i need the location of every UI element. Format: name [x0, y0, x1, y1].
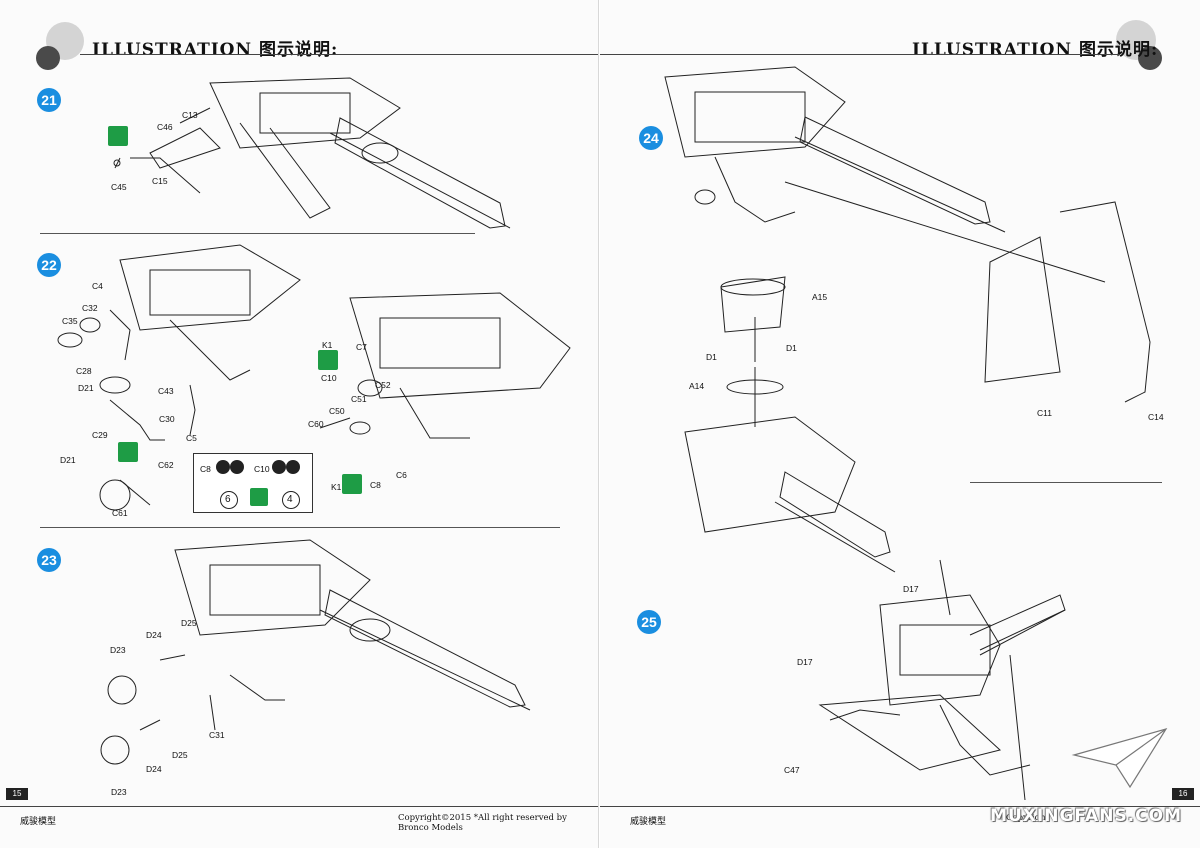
page-title: ILLUSTRATION 图示说明:	[912, 40, 1159, 60]
part-label: D23	[110, 645, 126, 655]
header-decoration-circle-dark	[1138, 46, 1162, 70]
part-label: C47	[784, 765, 800, 775]
part-label: C29	[92, 430, 108, 440]
k1-part-icon	[318, 350, 338, 370]
part-label: C32	[82, 303, 98, 313]
copyright-text: Copyright©2015 *All right reserved by Br…	[398, 813, 567, 833]
part-label: K1	[331, 482, 342, 492]
part-label: C14	[1148, 412, 1164, 422]
part-label: D24	[146, 630, 162, 640]
part-label: D25	[181, 618, 197, 628]
note-part-label: C10	[254, 464, 270, 474]
part-label: K1	[322, 340, 333, 350]
part-label: C51	[351, 394, 367, 404]
part-label: C28	[76, 366, 92, 376]
step-badge-24: 24	[639, 126, 663, 150]
part-label: C15	[152, 176, 168, 186]
section-divider	[970, 482, 1162, 483]
step-25-assembly-drawing	[818, 559, 1066, 801]
note-number: 6	[225, 494, 231, 505]
painting-note-box: C8 6 C10 4	[193, 453, 313, 513]
part-label: C30	[159, 414, 175, 424]
part-label: C11	[1037, 408, 1052, 418]
part-label: D25	[172, 750, 188, 760]
cement-icon	[108, 126, 128, 146]
part-label: D23	[111, 787, 127, 797]
part-label: D17	[797, 657, 813, 667]
part-label: C8	[370, 480, 381, 490]
part-label: C6	[396, 470, 407, 480]
part-label: A14	[689, 381, 705, 391]
part-label: C46	[157, 122, 173, 132]
section-divider	[40, 233, 475, 234]
part-label: D17	[903, 584, 919, 594]
brand-name: 威骏模型	[630, 817, 667, 827]
part-label: C61	[112, 508, 128, 518]
decal-icon	[230, 460, 244, 474]
step-24-assembly-drawing	[664, 66, 1151, 573]
header-decoration-circle-dark	[36, 46, 60, 70]
paper-plane-logo	[1071, 728, 1168, 789]
part-label: C13	[182, 110, 198, 120]
part-label: C10	[321, 373, 337, 383]
site-watermark: MUXINGFANS.COM	[990, 806, 1182, 826]
part-label: C7	[356, 342, 367, 352]
part-label: C52	[375, 380, 391, 390]
right-page: ILLUSTRATION 图示说明: 24 A15 D1 D1 A14 C11 …	[600, 0, 1200, 848]
step-23-assembly-drawing	[100, 539, 531, 765]
part-label: D1	[706, 352, 717, 362]
footer-rule	[0, 806, 598, 807]
brand-name: 威骏模型	[20, 817, 57, 827]
left-page: ILLUSTRATION 图示说明: 21 C13 C46 C15 C45 22	[0, 0, 599, 848]
note-part-label: C8	[200, 464, 211, 474]
step-badge-25: 25	[637, 610, 661, 634]
part-label: D21	[60, 455, 76, 465]
header-rule	[80, 54, 598, 55]
step-badge-22: 22	[37, 253, 61, 277]
cement-icon	[118, 442, 138, 462]
note-number: 4	[287, 494, 293, 505]
section-divider	[40, 527, 560, 528]
part-label: C35	[62, 316, 78, 326]
part-label: C62	[158, 460, 174, 470]
copyright-text: Copyright	[1006, 813, 1049, 823]
part-label: D21	[78, 383, 94, 393]
part-label: C31	[209, 730, 225, 740]
part-label: A15	[812, 292, 828, 302]
part-label: C43	[158, 386, 174, 396]
header-rule	[600, 54, 1120, 55]
part-label: C50	[329, 406, 345, 416]
decal-icon	[272, 460, 286, 474]
part-label: D24	[146, 764, 162, 774]
page-number: 15	[6, 788, 28, 800]
paint-icon	[250, 488, 268, 506]
k1-part-icon	[342, 474, 362, 494]
decal-icon	[216, 460, 230, 474]
part-label: C5	[186, 433, 197, 443]
footer-rule	[600, 806, 1200, 807]
step-21-assembly-drawing	[113, 77, 511, 229]
number-circle	[220, 491, 238, 509]
page-number: 16	[1172, 788, 1194, 800]
step-22-assembly-drawing-b	[319, 292, 571, 439]
step-badge-23: 23	[37, 548, 61, 572]
part-label: C60	[308, 419, 324, 429]
part-label: C45	[111, 182, 127, 192]
number-circle	[282, 491, 300, 509]
decal-icon	[286, 460, 300, 474]
step-22-assembly-drawing-a	[57, 244, 301, 511]
part-label: D1	[786, 343, 797, 353]
part-label: C4	[92, 281, 103, 291]
page-title: ILLUSTRATION 图示说明:	[92, 40, 339, 60]
step-badge-21: 21	[37, 88, 61, 112]
